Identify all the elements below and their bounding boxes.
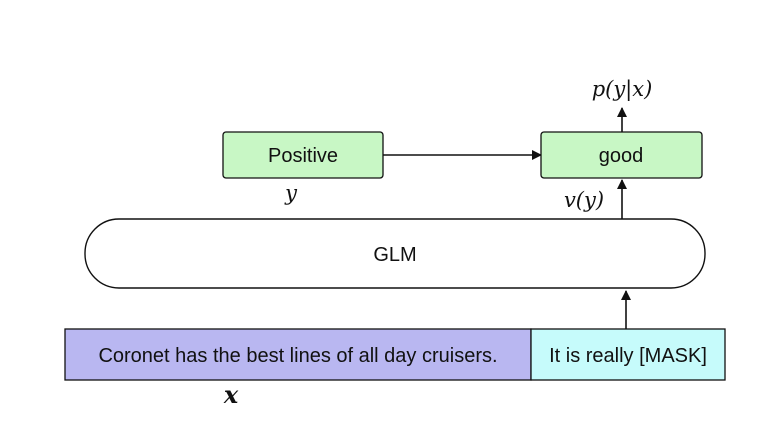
template-box [530, 328, 726, 381]
x-label: x [223, 380, 239, 409]
input-text: Coronet has the best lines of all day cr… [98, 345, 497, 367]
p-y-given-x-label: p(y|x) [592, 77, 653, 102]
good-node: good [540, 131, 703, 179]
glm-box [84, 218, 706, 289]
template-text: It is really [MASK] [549, 345, 707, 367]
good-box [540, 131, 703, 179]
input-box [64, 328, 532, 381]
template-node: It is really [MASK] [530, 328, 726, 381]
input-node: Coronet has the best lines of all day cr… [64, 328, 532, 381]
glm-node: GLM [84, 218, 706, 289]
positive-label: Positive [268, 145, 338, 167]
positive-box [222, 131, 384, 179]
v-y-label: v(y) [564, 188, 604, 212]
glm-label: GLM [373, 244, 416, 266]
positive-node: Positive [222, 131, 384, 179]
y-label: y [284, 181, 298, 205]
good-label: good [599, 145, 644, 167]
